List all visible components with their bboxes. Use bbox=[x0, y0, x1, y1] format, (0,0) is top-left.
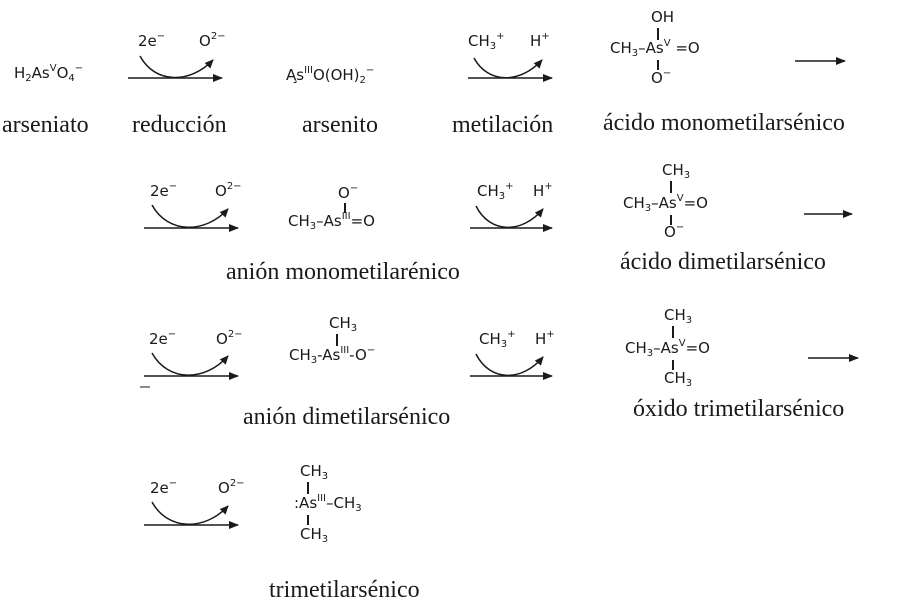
arsenate-formula: H2AsVO4− bbox=[14, 63, 84, 84]
label-arseniato: arseniato bbox=[2, 112, 89, 138]
electrons-label: 2e− bbox=[138, 31, 166, 50]
arsenite-formula: A̧sIIIO(OH)2− bbox=[286, 65, 375, 86]
electrons-label-3: 2e− bbox=[149, 329, 177, 348]
methylation-arrow-1 bbox=[468, 57, 553, 82]
electrons-label-2: 2e− bbox=[150, 181, 178, 200]
label-acido-dimetilarsenico: ácido dimetilarsénico bbox=[620, 249, 826, 275]
label-anion-dimetilarsenico: anión dimetilarsénico bbox=[243, 404, 451, 430]
proton-label-3: H+ bbox=[535, 329, 555, 348]
label-acido-monometilarsenico: ácido monometilarsénico bbox=[603, 110, 845, 136]
reduction-arrow-3 bbox=[140, 352, 239, 388]
proton-label: H+ bbox=[530, 31, 550, 50]
label-oxido-trimetilarsenico: óxido trimetilarsénico bbox=[633, 396, 845, 422]
methyl-cation-label-2: CH3+ bbox=[477, 181, 514, 202]
reduction-arrow-2 bbox=[144, 204, 239, 232]
reduction-arrow-4 bbox=[144, 501, 239, 529]
oxide-label-4: O2− bbox=[218, 478, 245, 497]
label-reduccion: reducción bbox=[132, 112, 227, 138]
methyl-cation-label-3: CH3+ bbox=[479, 329, 516, 350]
electrons-label-4: 2e− bbox=[150, 478, 178, 497]
oxide-label: O2− bbox=[199, 31, 226, 50]
label-trimetilarsenico: trimetilarsénico bbox=[269, 577, 420, 603]
methylation-arrow-2 bbox=[470, 205, 553, 232]
methylation-arrow-3 bbox=[470, 353, 553, 380]
label-arsenito: arsenito bbox=[302, 112, 378, 138]
reduction-arrow-1 bbox=[128, 55, 223, 82]
label-metilacion: metilación bbox=[452, 112, 554, 138]
oxide-label-3: O2− bbox=[216, 329, 243, 348]
label-anion-monometilarenico: anión monometilarénico bbox=[226, 259, 460, 285]
proton-label-2: H+ bbox=[533, 181, 553, 200]
methyl-cation-label: CH3+ bbox=[468, 31, 505, 52]
oxide-label-2: O2− bbox=[215, 181, 242, 200]
